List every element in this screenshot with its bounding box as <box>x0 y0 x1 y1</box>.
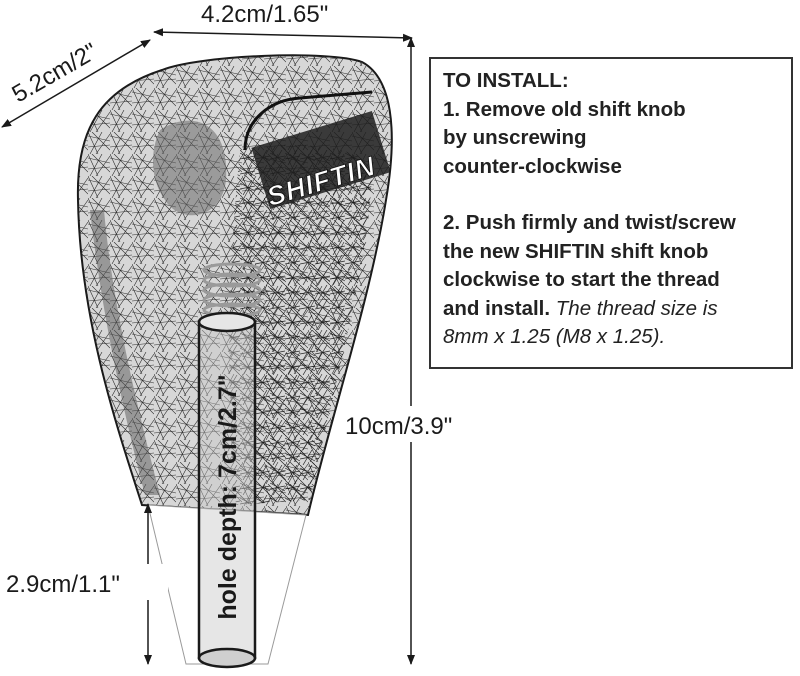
height-dimension: 10cm/3.9" <box>343 37 479 665</box>
height-label: 10cm/3.9" <box>345 413 452 440</box>
top-width-dimension: 4.2cm/1.65" <box>153 1 413 42</box>
thread-coil <box>202 262 262 318</box>
step1-line3: counter-clockwise <box>443 154 622 178</box>
hole-depth-label: hole depth: 7cm/2.7" <box>214 374 242 619</box>
step2-line2: the new SHIFTIN shift knob <box>443 239 709 263</box>
hole-tube: hole depth: 7cm/2.7" <box>197 311 257 669</box>
install-heading: TO INSTALL: <box>443 69 569 92</box>
top-width-label: 4.2cm/1.65" <box>201 1 328 28</box>
base-height-dimension: 2.9cm/1.1" <box>6 503 168 665</box>
thread-size-note: The thread size is <box>550 296 718 320</box>
step1-line2: by unscrewing <box>443 126 587 149</box>
step-spacer <box>443 181 791 209</box>
thread-size-spec: 8mm x 1.25 (M8 x 1.25). <box>443 325 666 348</box>
step2-line1: 2. Push firmly and twist/screw <box>443 211 736 234</box>
base-height-label: 2.9cm/1.1" <box>6 571 120 598</box>
step2-line4-bold: and install. <box>443 296 551 320</box>
step2-line4: and install. The thread size is <box>443 295 791 324</box>
top-depth-label: 5.2cm/2" <box>8 38 103 108</box>
step2-line3: clockwise to start the thread <box>443 268 720 291</box>
step1-line1: 1. Remove old shift knob <box>443 97 686 121</box>
install-instructions-box: TO INSTALL: 1. Remove old shift knob by … <box>429 57 793 369</box>
